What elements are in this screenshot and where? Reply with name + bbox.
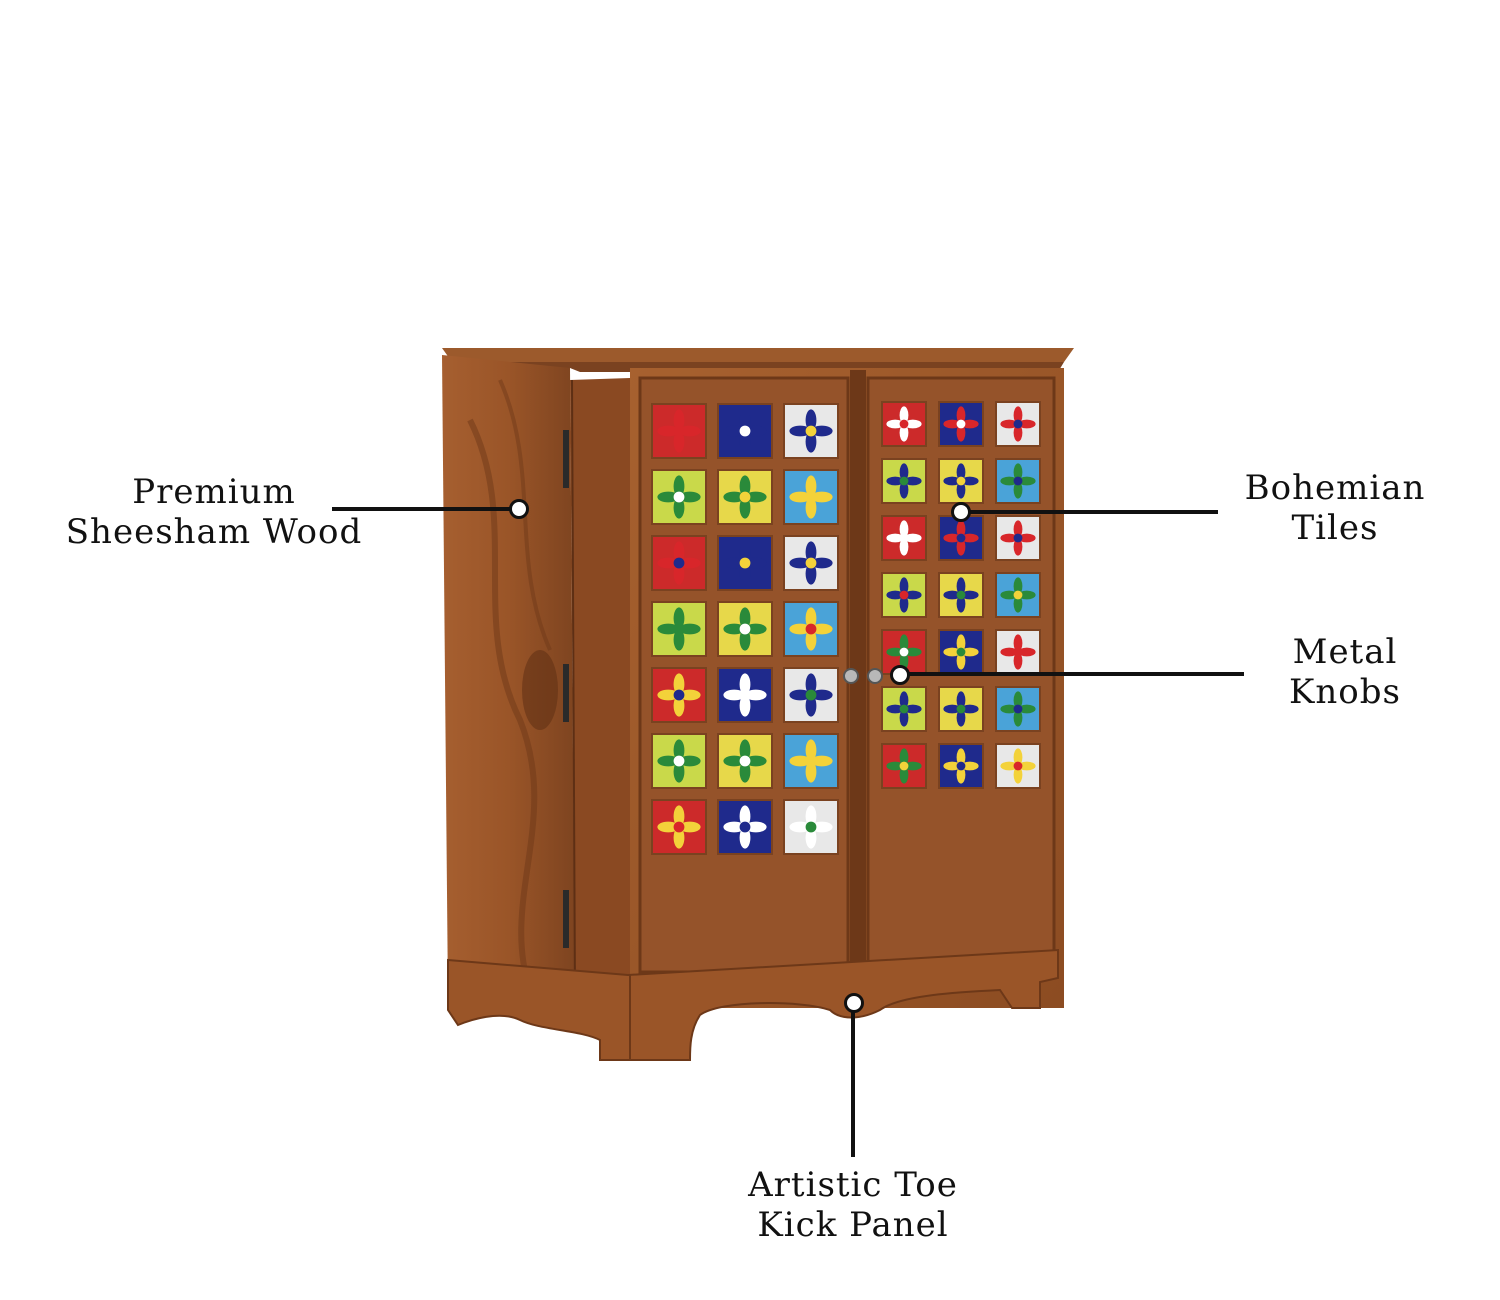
ceramic-tile <box>881 401 927 447</box>
ceramic-tile <box>717 469 773 525</box>
ceramic-tile <box>881 743 927 789</box>
callout-knobs-label: Metal Knobs <box>1250 632 1440 712</box>
callout-knobs-line2: Knobs <box>1289 672 1401 712</box>
ceramic-tile <box>881 572 927 618</box>
callout-wood-line1: Premium <box>132 472 296 512</box>
ceramic-tile <box>651 799 707 855</box>
ceramic-tile <box>717 535 773 591</box>
callout-toe-marker <box>844 993 864 1013</box>
ceramic-tile <box>651 535 707 591</box>
ceramic-tile <box>995 743 1041 789</box>
ceramic-tile <box>938 515 984 561</box>
callout-wood-label: Premium Sheesham Wood <box>44 472 384 552</box>
callout-wood-marker <box>509 499 529 519</box>
callout-wood-leader <box>332 507 512 511</box>
callout-toe-line2: Kick Panel <box>757 1205 949 1245</box>
ceramic-tile <box>651 733 707 789</box>
ceramic-tile <box>938 686 984 732</box>
ceramic-tile <box>995 401 1041 447</box>
ceramic-tile <box>717 667 773 723</box>
ceramic-tile <box>651 403 707 459</box>
ceramic-tile <box>651 667 707 723</box>
ceramic-tile <box>783 469 839 525</box>
callout-knobs-marker <box>890 665 910 685</box>
ceramic-tile <box>995 629 1041 675</box>
ceramic-tile <box>783 799 839 855</box>
ceramic-tile <box>881 458 927 504</box>
ceramic-tile <box>938 401 984 447</box>
ceramic-tile <box>995 515 1041 561</box>
callout-tiles-leader <box>970 510 1218 514</box>
ceramic-tile <box>995 572 1041 618</box>
right-knob <box>867 668 883 684</box>
ceramic-tile <box>783 403 839 459</box>
callout-tiles-label: Bohemian Tiles <box>1225 468 1445 548</box>
callout-toe-label: Artistic Toe Kick Panel <box>700 1165 1006 1245</box>
left-door-tiles <box>651 403 839 855</box>
callout-toe-line1: Artistic Toe <box>748 1165 958 1205</box>
ceramic-tile <box>717 601 773 657</box>
ceramic-tile <box>938 572 984 618</box>
ceramic-tile <box>651 601 707 657</box>
callout-toe-leader <box>851 1012 855 1157</box>
ceramic-tile <box>717 403 773 459</box>
ceramic-tile <box>938 458 984 504</box>
cabinet-top <box>442 348 1074 362</box>
ceramic-tile <box>717 733 773 789</box>
ceramic-tile <box>881 629 927 675</box>
callout-knobs-leader <box>908 672 1244 676</box>
ceramic-tile <box>881 515 927 561</box>
ceramic-tile <box>783 733 839 789</box>
callout-tiles-line1: Bohemian <box>1244 468 1426 508</box>
ceramic-tile <box>881 686 927 732</box>
right-door-tiles <box>881 401 1041 789</box>
ceramic-tile <box>938 629 984 675</box>
toe-kick-panel <box>447 948 1059 1061</box>
ceramic-tile <box>995 686 1041 732</box>
callout-wood-line2: Sheesham Wood <box>65 512 363 552</box>
ceramic-tile <box>651 469 707 525</box>
ceramic-tile <box>783 667 839 723</box>
callout-tiles-line2: Tiles <box>1291 508 1379 548</box>
callout-tiles-marker <box>951 502 971 522</box>
ceramic-tile <box>717 799 773 855</box>
left-knob <box>843 668 859 684</box>
ceramic-tile <box>783 535 839 591</box>
ceramic-tile <box>938 743 984 789</box>
ceramic-tile <box>995 458 1041 504</box>
ceramic-tile <box>783 601 839 657</box>
callout-knobs-line1: Metal <box>1292 632 1398 672</box>
